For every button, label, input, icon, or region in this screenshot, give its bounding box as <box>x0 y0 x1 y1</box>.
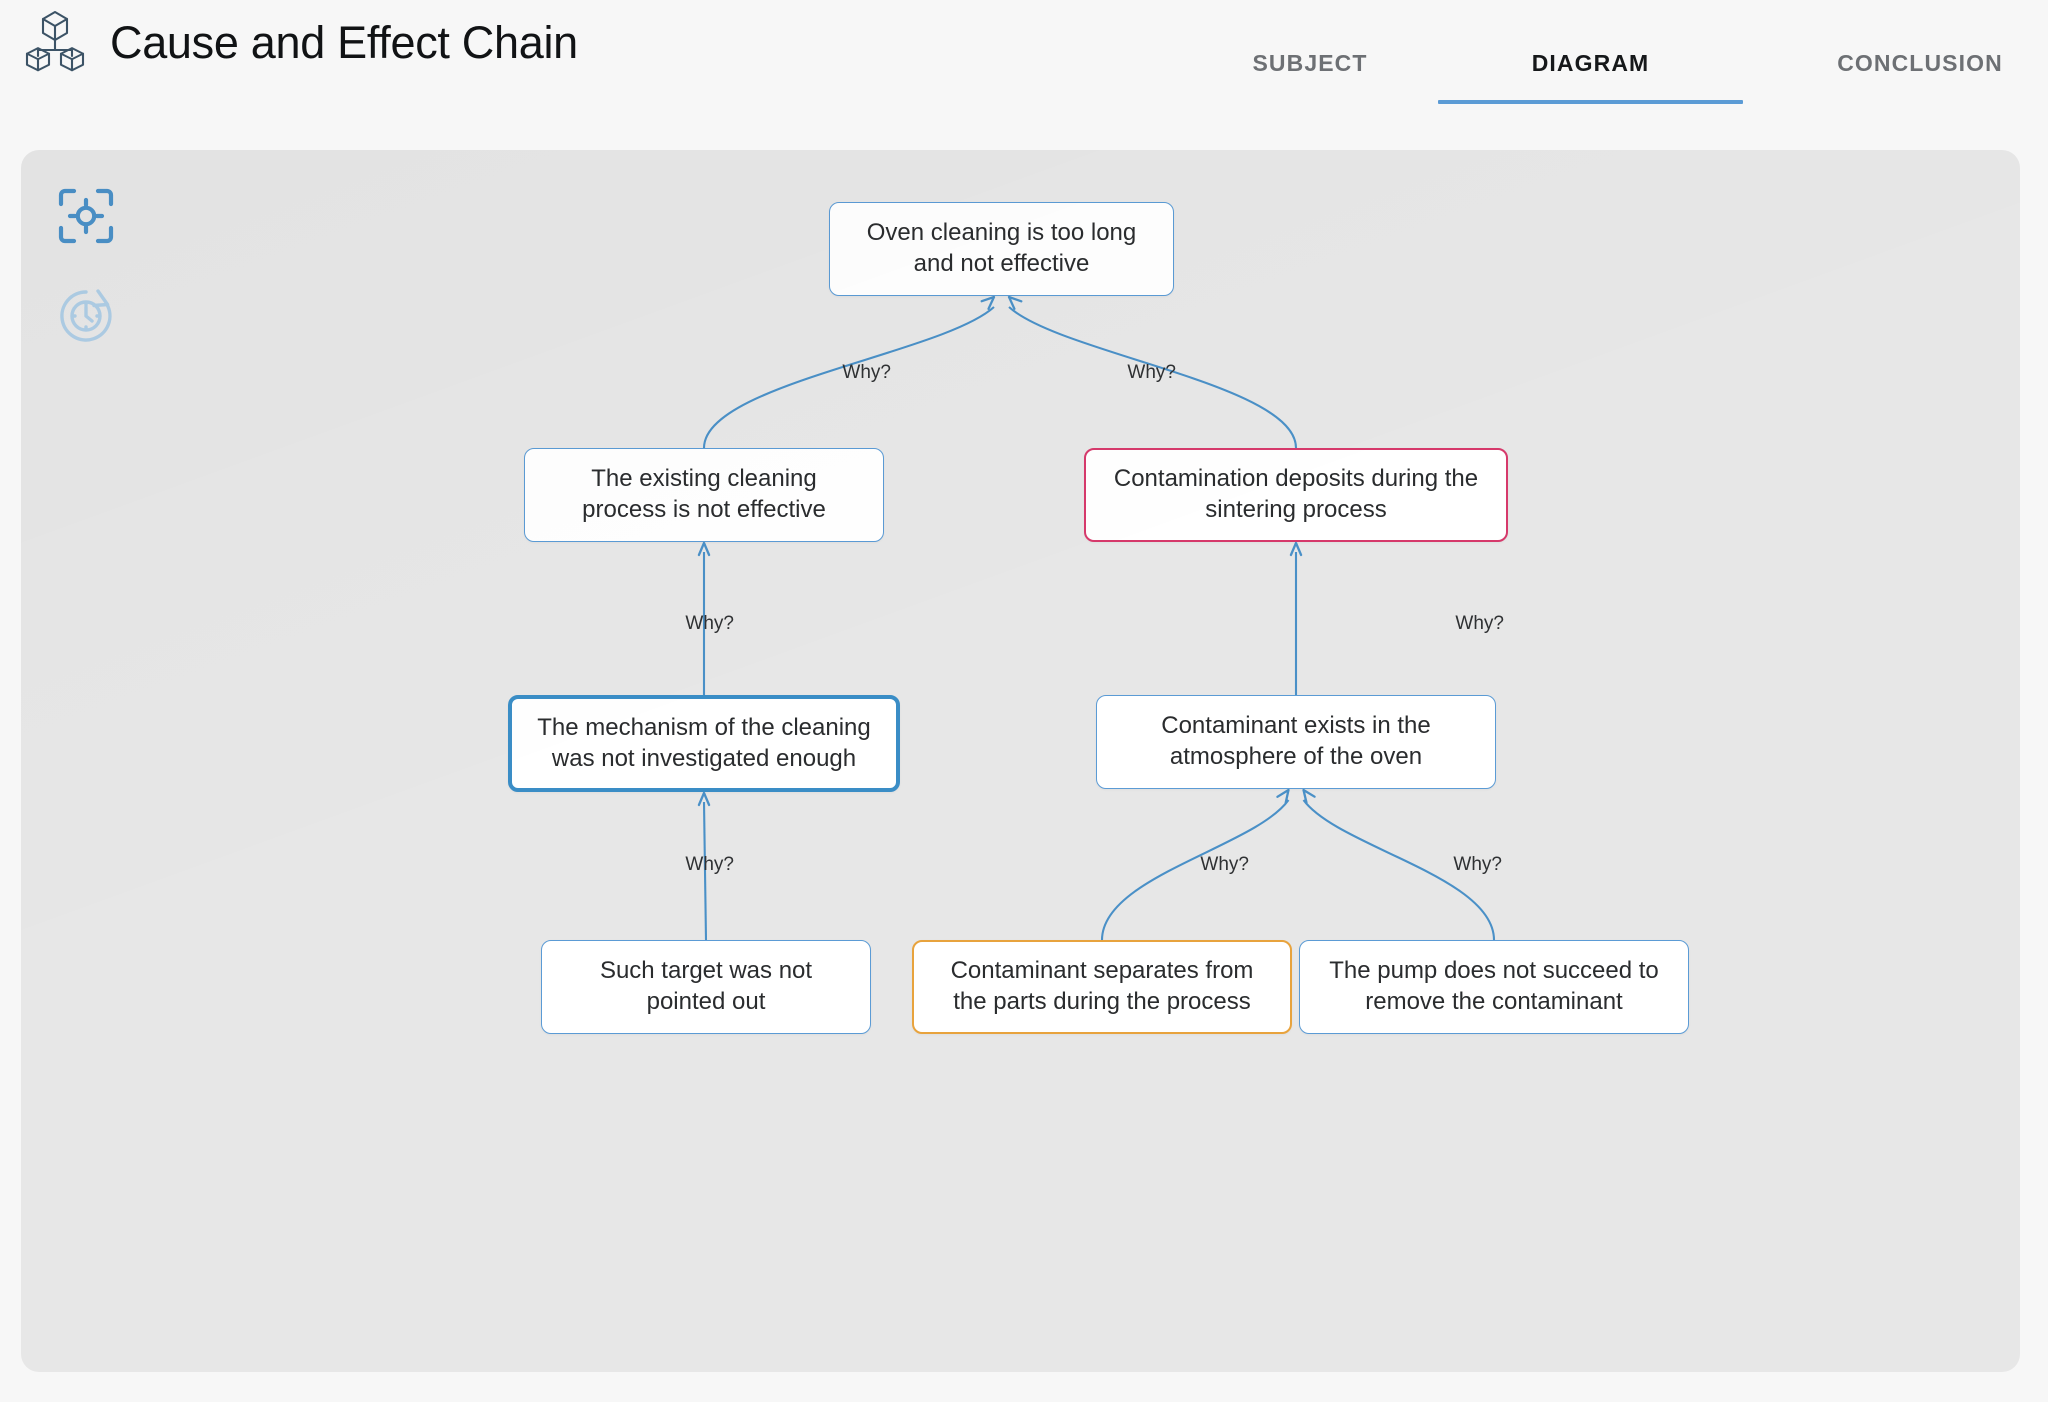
focus-target-icon <box>57 187 115 245</box>
brand: Cause and Effect Chain <box>22 8 578 80</box>
diagram-layer: Oven cleaning is too long and not effect… <box>21 150 2020 1372</box>
edge-label: Why? <box>842 362 891 383</box>
cube-hierarchy-icon <box>22 8 88 80</box>
tab-diagram-label: DIAGRAM <box>1531 50 1650 76</box>
edge-arrowhead <box>1289 541 1303 557</box>
edge-label: Why? <box>1453 854 1502 875</box>
edge-label: Why? <box>685 613 734 634</box>
edge-arrowhead <box>980 295 996 310</box>
diagram-node-text: The mechanism of the cleaning was not in… <box>537 713 871 772</box>
diagram-node[interactable]: The pump does not succeed to remove the … <box>1299 940 1689 1034</box>
edge-label: Why? <box>685 854 734 875</box>
diagram-node-text: The pump does not succeed to remove the … <box>1329 957 1659 1015</box>
tab-diagram-underline <box>1438 100 1743 104</box>
diagram-node-text: Contaminant separates from the parts dur… <box>950 957 1254 1015</box>
edge-arrowhead <box>1276 788 1290 804</box>
diagram-node-text: Contaminant exists in the atmosphere of … <box>1161 712 1431 770</box>
edge-label: Why? <box>1455 613 1504 634</box>
nav-tabs: SUBJECT DIAGRAM CONCLUSION <box>1180 26 2002 118</box>
edge-arrowhead <box>697 791 711 807</box>
tab-diagram[interactable]: DIAGRAM <box>1438 26 1743 104</box>
history-undo-button[interactable] <box>53 283 119 349</box>
edge-arrowhead <box>697 541 711 557</box>
tab-subject-label: SUBJECT <box>1252 50 1368 76</box>
edge-label: Why? <box>1127 362 1176 383</box>
tab-subject[interactable]: SUBJECT <box>1180 26 1440 104</box>
clock-restore-icon <box>57 287 115 345</box>
tab-conclusion[interactable]: CONCLUSION <box>1760 26 2048 104</box>
tab-conclusion-label: CONCLUSION <box>1837 50 2003 76</box>
diagram-node[interactable]: Oven cleaning is too long and not effect… <box>829 202 1174 296</box>
diagram-node[interactable]: The existing cleaning process is not eff… <box>524 448 884 542</box>
diagram-node-text: The existing cleaning process is not eff… <box>582 465 826 523</box>
diagram-node-text: Such target was not pointed out <box>599 957 813 1015</box>
edge-arrowhead <box>1007 295 1023 310</box>
center-view-button[interactable] <box>53 183 119 249</box>
tab-subject-underline <box>1180 100 1440 104</box>
edge-arrowhead <box>1302 788 1316 804</box>
diagram-node[interactable]: Such target was not pointed out <box>541 940 871 1034</box>
diagram-node[interactable]: The mechanism of the cleaning was not in… <box>508 695 900 792</box>
diagram-node[interactable]: Contaminant exists in the atmosphere of … <box>1096 695 1496 789</box>
page-title: Cause and Effect Chain <box>110 16 578 68</box>
diagram-node-text: Contamination deposits during the sinter… <box>1113 465 1479 523</box>
diagram-canvas[interactable]: Oven cleaning is too long and not effect… <box>21 150 2020 1372</box>
diagram-edge <box>1100 799 1290 941</box>
edge-label: Why? <box>1200 854 1249 875</box>
diagram-node[interactable]: Contaminant separates from the parts dur… <box>912 940 1292 1034</box>
diagram-node-text: Oven cleaning is too long and not effect… <box>866 219 1137 277</box>
diagram-node[interactable]: Contamination deposits during the sinter… <box>1084 448 1508 542</box>
app-header: Cause and Effect Chain SUBJECT DIAGRAM C… <box>0 0 2048 122</box>
tab-conclusion-underline <box>1760 100 2048 104</box>
diagram-edges <box>697 295 1496 941</box>
